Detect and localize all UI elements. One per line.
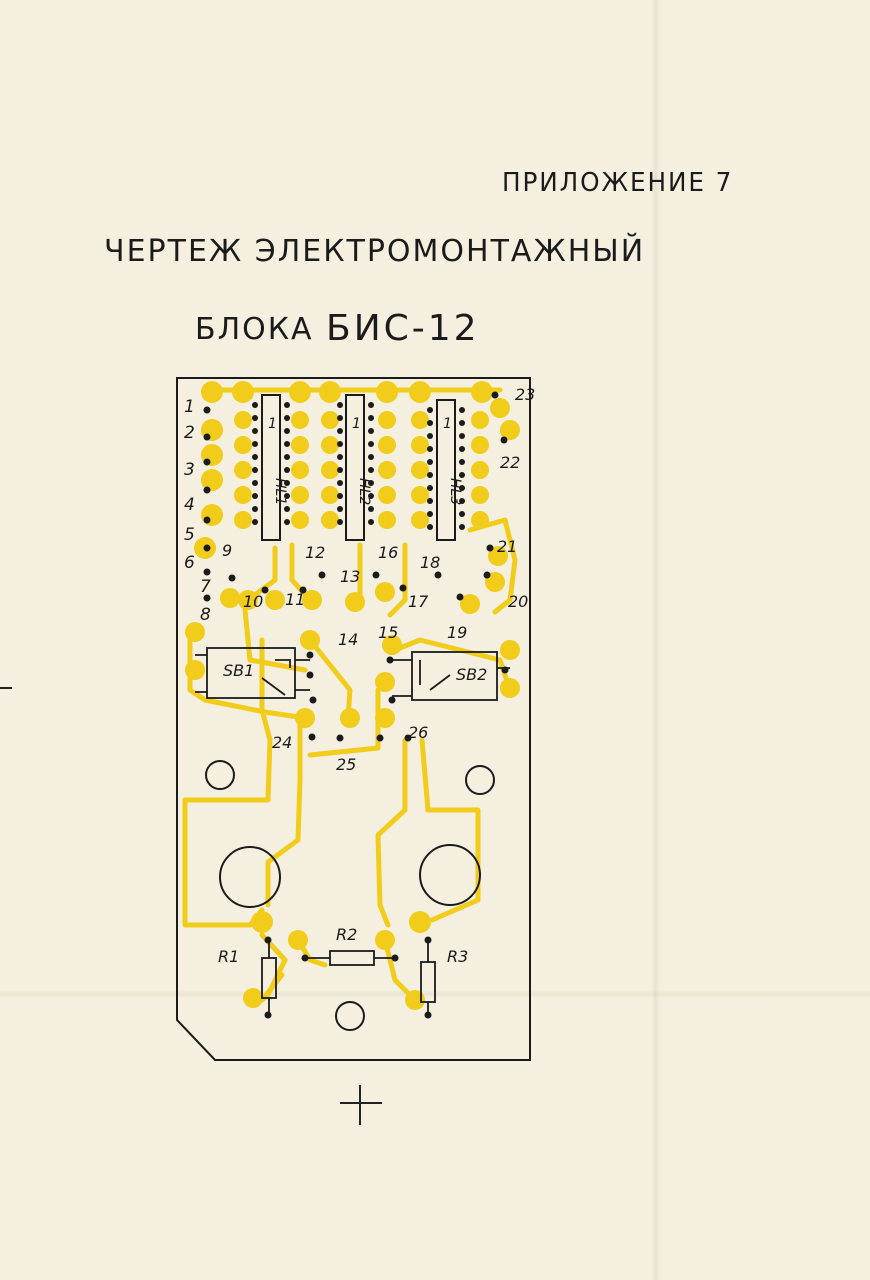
pin-label: 1: [184, 397, 195, 417]
chip-pin-dots: [203, 391, 509, 1019]
pad-label: 20: [508, 592, 528, 611]
copper-traces: [182, 387, 518, 1003]
pin-label: 6: [184, 553, 195, 573]
chip-hl1: HL1 1: [261, 394, 288, 541]
pin-label: 3: [184, 460, 195, 480]
switch-sb1: [195, 647, 310, 699]
chip-hl1-pin1: 1: [268, 416, 277, 432]
switch-sb1-label: SB1: [223, 661, 254, 680]
drawing-title-prefix: БЛОКА: [195, 312, 314, 347]
mounting-holes: [205, 760, 495, 1031]
registration-marks: [0, 687, 382, 1125]
pad-label: 18: [420, 553, 440, 572]
pin-label: 8: [200, 605, 211, 625]
pad-label: 9: [222, 541, 232, 560]
pad-label: 16: [378, 543, 398, 562]
pad-label: 26: [408, 723, 428, 742]
pad-label: 13: [340, 567, 360, 586]
resistor-r1-label: R1: [218, 947, 239, 966]
chip-hl2-label: HL2: [356, 478, 372, 505]
chip-hl2: HL2 1: [345, 394, 372, 541]
switch-sb2: [392, 651, 510, 701]
resistor-r3: [420, 940, 436, 1015]
resistor-r2: [305, 950, 395, 966]
pad-label: 24: [272, 733, 292, 752]
device-name: БИС-12: [326, 308, 480, 349]
pad-label: 21: [497, 537, 517, 556]
chip-hl2-pin1: 1: [352, 416, 361, 432]
chip-hl1-label: HL1: [272, 478, 288, 505]
resistor-r1: [261, 940, 277, 1015]
pad-label: 10: [243, 592, 263, 611]
pad-label: 11: [285, 590, 305, 609]
pad-label: 15: [378, 623, 398, 642]
copper-pads: [185, 381, 520, 1010]
pad-label: 25: [336, 755, 356, 774]
pin-label: 2: [184, 423, 195, 443]
drawing-title-line1: ЧЕРТЕЖ ЭЛЕКТРОМОНТАЖНЫЙ: [104, 234, 646, 269]
board-outline: [176, 377, 531, 1061]
edge-pin-labels: 1 2 3 4 5 6 7 8: [184, 397, 211, 625]
pad-label: 17: [408, 592, 429, 611]
resistor-r3-label: R3: [447, 947, 468, 966]
appendix-label: ПРИЛОЖЕНИЕ 7: [502, 168, 734, 198]
chip-hl3-pin1: 1: [443, 416, 452, 432]
pad-label: 23: [515, 385, 535, 404]
pin-label: 7: [200, 577, 211, 597]
pin-label: 5: [184, 525, 195, 545]
pin-label: 4: [184, 495, 195, 515]
chip-hl3: HL3 1: [436, 399, 463, 541]
pad-label: 12: [305, 543, 325, 562]
chip-hl3-label: HL3: [447, 478, 463, 505]
resistor-r2-label: R2: [336, 925, 357, 944]
pad-label: 22: [500, 453, 520, 472]
switch-sb2-label: SB2: [456, 665, 487, 684]
pad-label: 14: [338, 630, 358, 649]
pad-labels: 9 10 11 12 13 14 15 16 17 18 19 20 21 22…: [222, 385, 535, 774]
pad-label: 19: [447, 623, 467, 642]
